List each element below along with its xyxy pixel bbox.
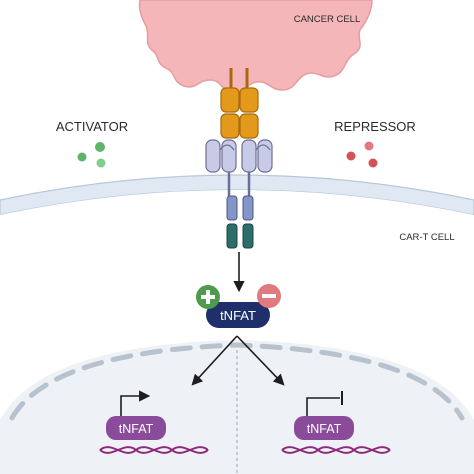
repressor-molecules bbox=[346, 141, 378, 168]
tnfat-left-label: tNFAT bbox=[119, 422, 154, 436]
tnfat-left bbox=[106, 416, 166, 440]
activator-molecules bbox=[77, 142, 106, 168]
tnfat-main bbox=[206, 302, 270, 328]
dna-left bbox=[99, 446, 209, 454]
cancer-cell-label: CANCER CELL bbox=[294, 14, 361, 25]
t-bar-icon bbox=[306, 397, 340, 418]
arrow-to-repression bbox=[236, 335, 285, 386]
repressor-label: REPRESSOR bbox=[334, 119, 416, 134]
tnfat-right bbox=[294, 416, 354, 440]
bent-arrow-icon bbox=[120, 390, 151, 418]
nuclear-envelope bbox=[9, 342, 465, 421]
car-receptor-extracellular bbox=[205, 139, 273, 196]
antigen bbox=[220, 68, 259, 139]
arrow-to-activation bbox=[191, 335, 238, 386]
dna-right bbox=[281, 446, 391, 454]
tnfat-main-label: tNFAT bbox=[220, 308, 256, 323]
car-receptor-intracellular bbox=[226, 195, 254, 249]
plus-icon bbox=[196, 285, 220, 309]
activator-label: ACTIVATOR bbox=[56, 119, 128, 134]
car-t-cell-label: CAR-T CELL bbox=[399, 232, 454, 243]
tnfat-right-label: tNFAT bbox=[307, 422, 342, 436]
minus-icon bbox=[257, 284, 281, 308]
